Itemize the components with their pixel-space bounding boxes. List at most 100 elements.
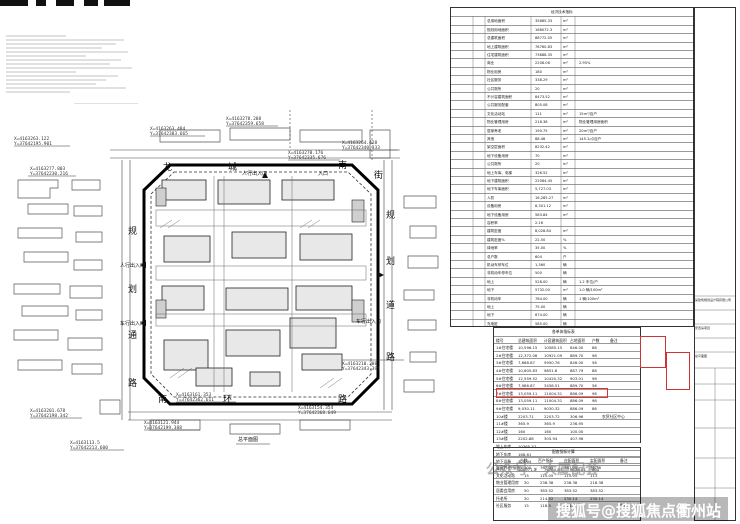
- table1-cell-val: 20: [535, 162, 540, 167]
- table2-cell: 5950.76: [544, 360, 560, 366]
- table1-cell-name: 人防: [487, 195, 495, 200]
- table3-cell: 383.52: [540, 488, 554, 493]
- table1-cell-name: 地下设备用房: [487, 212, 509, 217]
- table1-cell-name: 总户数: [487, 254, 498, 259]
- table2-cell: 100971.3: [518, 466, 537, 472]
- road-south-char-1: 南: [158, 395, 168, 405]
- title-block-drawing: 总平面图: [695, 354, 708, 358]
- table3-cell: 30: [524, 480, 529, 486]
- table1-cell-name: 充电桩: [487, 321, 498, 326]
- table1-cell-val: 88772.05: [535, 36, 553, 41]
- table2-cell: 98: [592, 352, 597, 358]
- table2-cell: 886.09: [570, 398, 584, 404]
- table3-cell: 118.5: [564, 503, 575, 509]
- table1-cell-unit: m²: [563, 170, 568, 175]
- table2-cell: 407.96: [570, 436, 584, 442]
- title-block-grid: [695, 295, 735, 520]
- table2-cell: 地下设备: [496, 459, 512, 465]
- table1-cell-val: 805.08: [535, 103, 548, 108]
- table1-cell-name: 公共厕所: [487, 162, 502, 167]
- table2-cell: 886.09: [570, 406, 584, 411]
- table2-cell: 2203.72: [544, 413, 560, 419]
- table3-cell: 100: [524, 465, 532, 471]
- design-notes: [6, 34, 144, 109]
- table3-cell: 118.5: [540, 503, 551, 509]
- table3-cell: 30: [524, 495, 529, 501]
- table2-cell: 12,559.52: [518, 375, 538, 381]
- road-south-char-3: 路: [338, 395, 348, 405]
- table2-cell: 5#住宅楼: [496, 375, 513, 381]
- road-north-char-1: 龙: [163, 163, 173, 173]
- drawing-title-block: 某建筑规划设计院有限公司 安置房项目 总平面图: [694, 7, 736, 521]
- table1-cell-name: 地下车库面积: [487, 187, 509, 192]
- road-west-char-2: 划: [128, 285, 138, 295]
- table3-cell: 383.52: [564, 488, 578, 493]
- table2-cell: 8028.84: [570, 466, 586, 472]
- table2-cell: 10420.32: [544, 375, 563, 381]
- table1-cell-val: 8232.42: [535, 145, 550, 150]
- table1-cell-name: 地上: [487, 279, 495, 284]
- table1-cell-note: 物业管理用房面积: [579, 120, 608, 125]
- table1-cell-unit: m²: [563, 212, 568, 217]
- table1-cell-name: 公共厕所: [487, 86, 502, 91]
- table1-cell-unit: m²: [563, 162, 568, 167]
- table3-cell: 文化活动站: [496, 472, 515, 478]
- table1-cell-name: 建筑密度: [487, 229, 502, 234]
- table3-cell: 居家养老(室外): [496, 465, 522, 471]
- table1-cell-val: 73688.35: [535, 53, 553, 57]
- table1-cell-unit: m²: [563, 195, 568, 200]
- table1-cell-unit: m²: [563, 44, 568, 49]
- table1-cell-val: 1,360: [535, 263, 546, 267]
- watermark-left: 公众号 · 大厦配套: [486, 462, 600, 478]
- table2-cell: 365.9: [518, 421, 529, 427]
- table2-cell: 10#楼: [496, 413, 508, 419]
- table2-columns: 楼号 总建筑面积 计容建筑面积 占地面积 户数 备注: [494, 335, 640, 345]
- table3-cell: 214.52: [540, 495, 554, 501]
- table1-cell-unit: m²: [563, 187, 568, 192]
- table1-cell-unit: %: [563, 237, 567, 242]
- table1-cell-name: 设备用房: [487, 204, 502, 209]
- table2-cell: 10585.15: [544, 345, 563, 351]
- page-title-fragment: [0, 0, 140, 20]
- table1-cell-unit: m²: [563, 137, 568, 141]
- table2-cell: 1#住宅楼: [496, 345, 513, 351]
- table1-cell-unit: 辆: [563, 271, 567, 276]
- road-north-char-4: 街: [374, 171, 384, 181]
- table3-cell: 218.38: [590, 480, 604, 486]
- table1-cell-unit: 辆: [563, 296, 567, 301]
- table1-cell-unit: m²: [563, 153, 568, 158]
- table2-cell: 12,372.08: [518, 352, 538, 358]
- table2-cell: 9030.32: [544, 406, 560, 411]
- table1-cell-unit: 辆: [563, 321, 567, 326]
- table1-cell-name: 绿地率: [487, 246, 498, 251]
- table2-cell: 6#住宅楼: [496, 383, 513, 389]
- table2-cell: 10,596.15: [518, 345, 538, 351]
- table1-cell-name: 地上: [487, 305, 495, 309]
- table2-cell: 889.70: [570, 352, 584, 358]
- table2-cell: 11#楼: [496, 421, 508, 427]
- table2-cell: 13#楼: [496, 436, 508, 442]
- table1-cell-note: 2.95%: [579, 61, 591, 66]
- table1-cell-val: 180: [535, 69, 542, 74]
